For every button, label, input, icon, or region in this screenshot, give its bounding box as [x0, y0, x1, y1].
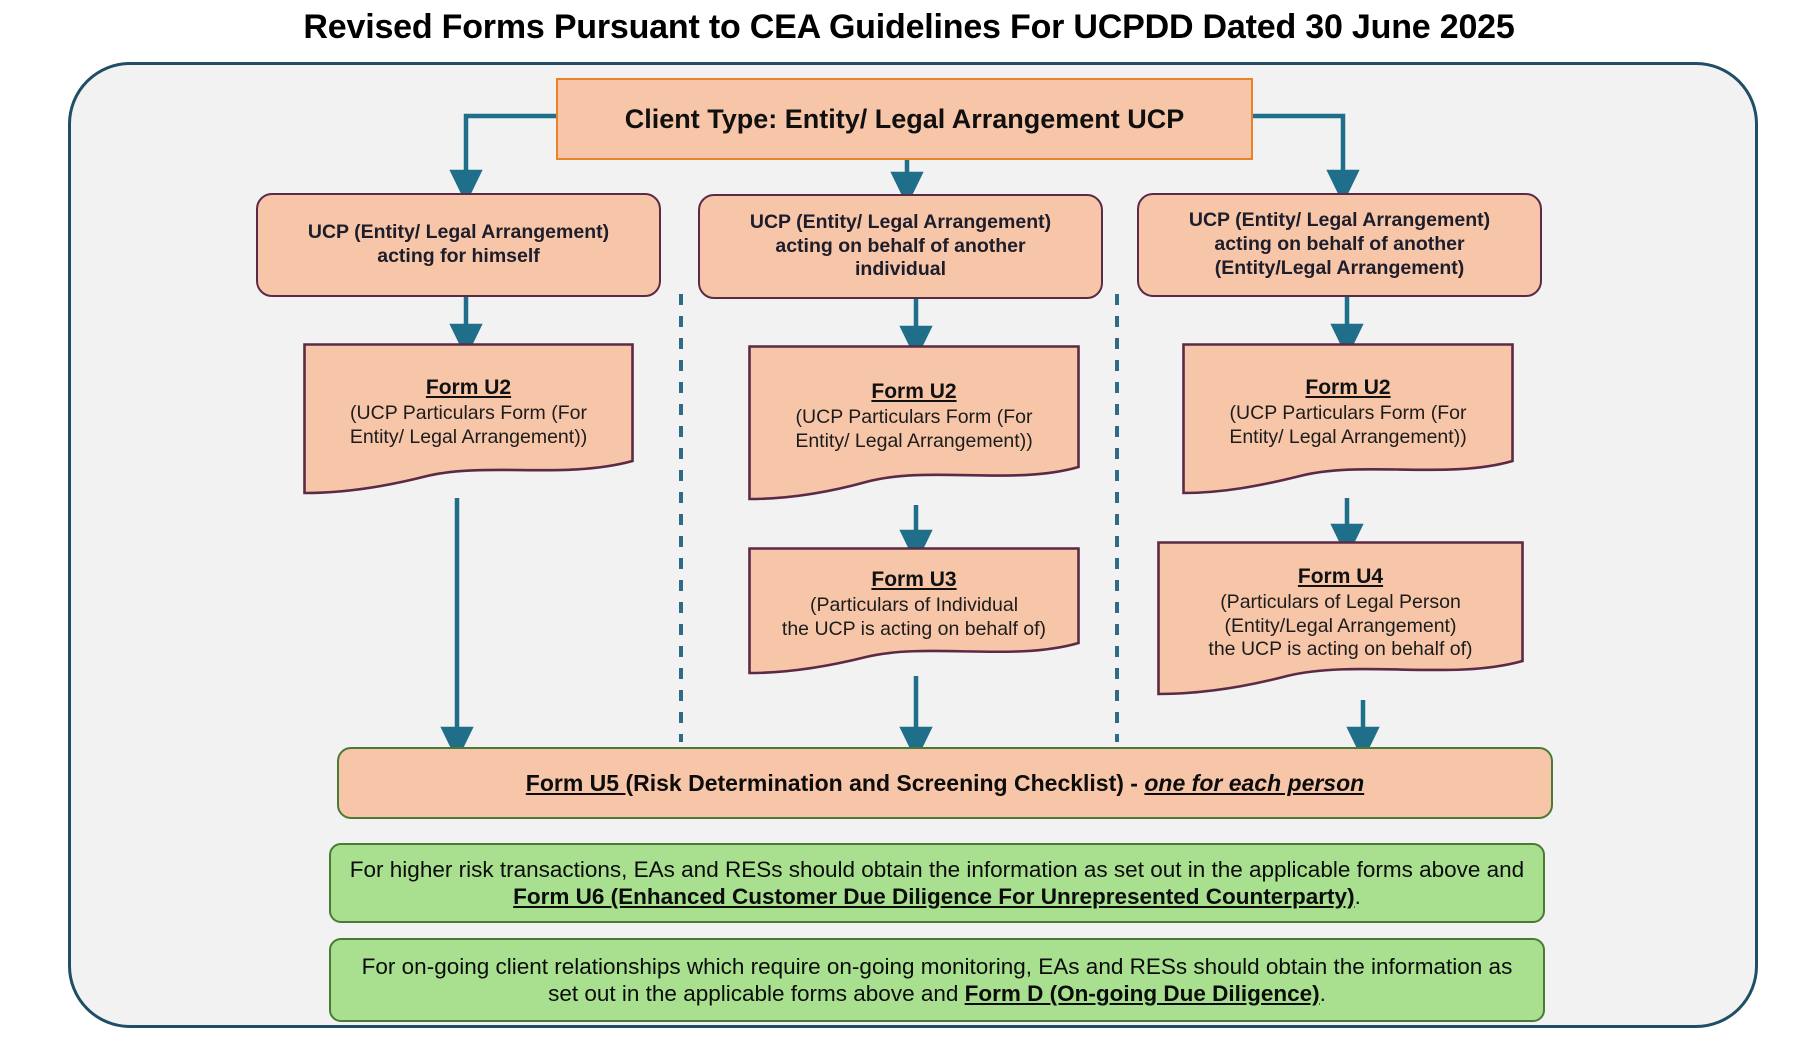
note-form-link: Form U6 (Enhanced Customer Due Diligence…: [513, 884, 1355, 909]
note-higher-risk[interactable]: For higher risk transactions, EAs and RE…: [329, 843, 1545, 923]
form-sub-line-2: (Entity/Legal Arrangement): [1224, 614, 1457, 637]
form-text-u2-col-2: Form U2 (UCP Particulars Form (For Entit…: [748, 380, 1080, 454]
note-higher-risk-text: For higher risk transactions, EAs and RE…: [347, 856, 1527, 911]
form-text-u3-col-2: Form U3 (Particulars of Individual the U…: [748, 568, 1080, 642]
form-u5-main: (Risk Determination and Screening Checkl…: [625, 769, 1145, 796]
role-line-3: individual: [854, 258, 946, 281]
note-text-after: .: [1354, 884, 1361, 909]
client-type-box[interactable]: Client Type: Entity/ Legal Arrangement U…: [556, 78, 1253, 160]
form-title: Form U3: [871, 567, 957, 591]
role-label-col-1: UCP (Entity/ Legal Arrangement) acting f…: [258, 221, 659, 269]
role-line-2: acting on behalf of another: [1214, 233, 1465, 256]
form-text-u2-col-3: Form U2 (UCP Particulars Form (For Entit…: [1182, 376, 1514, 450]
form-sub-line-2: Entity/ Legal Arrangement)): [795, 430, 1033, 452]
form-u5-banner[interactable]: Form U5 (Risk Determination and Screenin…: [337, 747, 1553, 819]
form-box-u2-col-2[interactable]: Form U2 (UCP Particulars Form (For Entit…: [748, 345, 1080, 505]
form-u5-text: Form U5 (Risk Determination and Screenin…: [339, 769, 1551, 797]
form-title: Form U2: [871, 380, 957, 404]
form-sub-line-3: the UCP is acting on behalf of): [1208, 638, 1473, 661]
form-box-u4-col-3[interactable]: Form U4 (Particulars of Legal Person (En…: [1157, 541, 1524, 700]
role-box-col-2[interactable]: UCP (Entity/ Legal Arrangement) acting o…: [698, 194, 1103, 299]
role-line-2: acting for himself: [377, 245, 540, 267]
document-shape-icon: [748, 345, 1080, 501]
role-box-col-3[interactable]: UCP (Entity/ Legal Arrangement) acting o…: [1137, 193, 1542, 297]
form-u5-label: Form U5: [525, 769, 626, 796]
form-sub-line-1: (Particulars of Individual: [809, 593, 1019, 616]
role-line-3: (Entity/Legal Arrangement): [1214, 256, 1465, 279]
form-sub-line-1: (UCP Particulars Form (For: [1229, 401, 1467, 424]
note-form-link: Form D (On-going Due Diligence): [964, 981, 1320, 1006]
note-text-before: For on-going client relationships which …: [361, 953, 1513, 1006]
note-text-before: For higher risk transactions, EAs and RE…: [349, 856, 1525, 882]
note-ongoing-text: For on-going client relationships which …: [347, 953, 1527, 1008]
form-text-u2-col-1: Form U2 (UCP Particulars Form (For Entit…: [303, 376, 634, 450]
role-line-2: acting on behalf of another: [775, 234, 1026, 257]
form-text-u4-col-3: Form U4 (Particulars of Legal Person (En…: [1157, 565, 1524, 662]
form-box-u3-col-2[interactable]: Form U3 (Particulars of Individual the U…: [748, 547, 1080, 676]
role-label-col-2: UCP (Entity/ Legal Arrangement) acting o…: [700, 211, 1101, 282]
form-sub-line-2: the UCP is acting on behalf of): [781, 617, 1047, 640]
page-title: Revised Forms Pursuant to CEA Guidelines…: [303, 8, 1515, 46]
document-shape-icon: [1157, 541, 1524, 696]
form-sub-line-1: (UCP Particulars Form (For: [795, 406, 1033, 429]
document-shape-icon: [748, 547, 1080, 675]
form-box-u2-col-3[interactable]: Form U2 (UCP Particulars Form (For Entit…: [1182, 343, 1514, 498]
role-line-1: UCP (Entity/ Legal Arrangement): [749, 210, 1052, 233]
form-title: Form U2: [425, 375, 512, 399]
document-shape-icon: [303, 343, 634, 495]
form-sub-line-1: (UCP Particulars Form (For: [350, 401, 587, 424]
form-sub-line-1: (Particulars of Legal Person: [1220, 590, 1461, 613]
role-line-1: UCP (Entity/ Legal Arrangement): [1188, 209, 1491, 232]
role-label-col-3: UCP (Entity/ Legal Arrangement) acting o…: [1139, 209, 1540, 280]
document-shape-icon: [1182, 343, 1514, 495]
note-ongoing[interactable]: For on-going client relationships which …: [329, 938, 1545, 1022]
role-line-1: UCP (Entity/ Legal Arrangement): [307, 221, 610, 244]
client-type-label: Client Type: Entity/ Legal Arrangement U…: [624, 103, 1185, 134]
form-box-u2-col-1[interactable]: Form U2 (UCP Particulars Form (For Entit…: [303, 343, 634, 498]
role-box-col-1[interactable]: UCP (Entity/ Legal Arrangement) acting f…: [256, 193, 661, 297]
form-sub-line-2: Entity/ Legal Arrangement)): [349, 425, 588, 448]
form-u5-emphasis: one for each person: [1144, 769, 1365, 796]
form-title: Form U4: [1297, 564, 1384, 588]
form-sub-line-2: Entity/ Legal Arrangement)): [1229, 425, 1467, 448]
form-title: Form U2: [1305, 375, 1391, 399]
note-text-after: .: [1319, 981, 1326, 1006]
